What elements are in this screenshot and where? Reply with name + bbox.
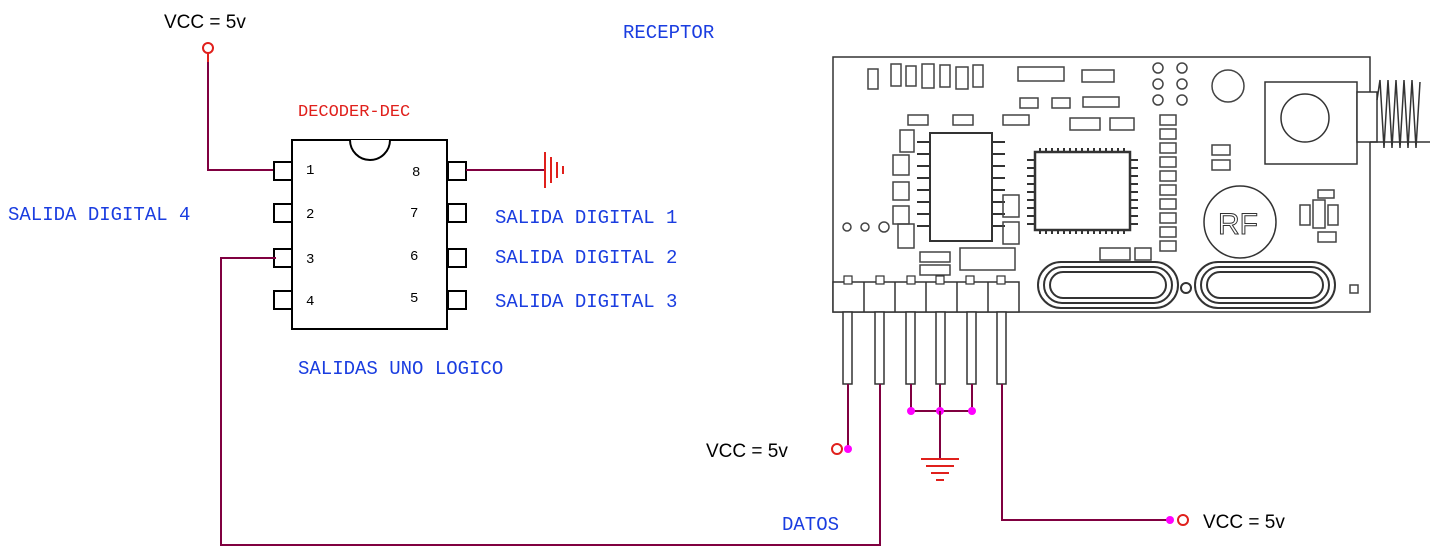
pin-number-2: 2 — [306, 207, 314, 223]
junction-gnd-3 — [968, 407, 976, 415]
pcb-left-parts — [842, 129, 1020, 276]
vcc-top-label: VCC = 5v — [164, 12, 246, 33]
ground-symbol-decoder — [544, 152, 564, 188]
rf-logo-circle — [1203, 185, 1277, 259]
pin-number-1: 1 — [306, 163, 314, 179]
ic-pin-6 — [447, 248, 467, 268]
vcc-right-terminal — [1177, 514, 1189, 526]
wire-vcc-to-pin1 — [207, 62, 276, 171]
pin-number-4: 4 — [306, 294, 314, 310]
antenna-coil — [1264, 79, 1430, 165]
ground-symbol-receiver — [921, 458, 959, 481]
vcc-right-label: VCC = 5v — [1203, 512, 1285, 533]
pcb-right-parts — [1299, 189, 1359, 294]
label-salidas-uno-logico: SALIDAS UNO LOGICO — [298, 358, 503, 380]
pcb-soic-chip — [917, 132, 1005, 242]
label-salida-digital-3: SALIDA DIGITAL 3 — [495, 291, 677, 313]
pcb-top-components — [867, 62, 1245, 171]
wire-datos — [220, 257, 881, 546]
ic-notch — [349, 139, 391, 161]
pin-number-8: 8 — [412, 165, 420, 181]
ic-pin-2 — [273, 203, 293, 223]
ic-body — [291, 139, 448, 330]
receiver-module: RF — [832, 56, 1430, 385]
junction-vcc-right — [1166, 516, 1174, 524]
ic-pin-1 — [273, 161, 293, 181]
vcc-mid-terminal — [831, 443, 843, 455]
decoder-ic: 1 2 3 4 5 6 7 8 — [273, 139, 467, 330]
junction-vcc-mid — [844, 445, 852, 453]
ic-pin-8 — [447, 161, 467, 181]
wire-rx-pin6-vcc — [1001, 384, 1170, 521]
vcc-top-terminal — [202, 42, 214, 54]
ic-pin-5 — [447, 290, 467, 310]
ic-pin-7 — [447, 203, 467, 223]
ic-pin-4 — [273, 290, 293, 310]
label-salida-digital-4: SALIDA DIGITAL 4 — [8, 204, 190, 226]
decoder-title: DECODER-DEC — [298, 103, 410, 122]
receptor-title: RECEPTOR — [623, 22, 714, 44]
pcb-header — [832, 275, 1020, 385]
pcb-qfp-chip — [1027, 148, 1138, 234]
ic-pin-3 — [273, 248, 293, 268]
datos-label: DATOS — [782, 514, 839, 536]
pin-number-3: 3 — [306, 252, 314, 268]
label-salida-digital-2: SALIDA DIGITAL 2 — [495, 247, 677, 269]
pcb-crystals — [1037, 261, 1336, 309]
pin-number-5: 5 — [410, 291, 418, 307]
vcc-mid-label: VCC = 5v — [706, 441, 788, 462]
junction-gnd-1 — [907, 407, 915, 415]
pin-number-7: 7 — [410, 206, 418, 222]
label-salida-digital-1: SALIDA DIGITAL 1 — [495, 207, 677, 229]
pcb-resistor-stack — [1099, 114, 1177, 261]
rf-logo-text: RF — [1218, 208, 1258, 241]
pin-number-6: 6 — [410, 249, 418, 265]
